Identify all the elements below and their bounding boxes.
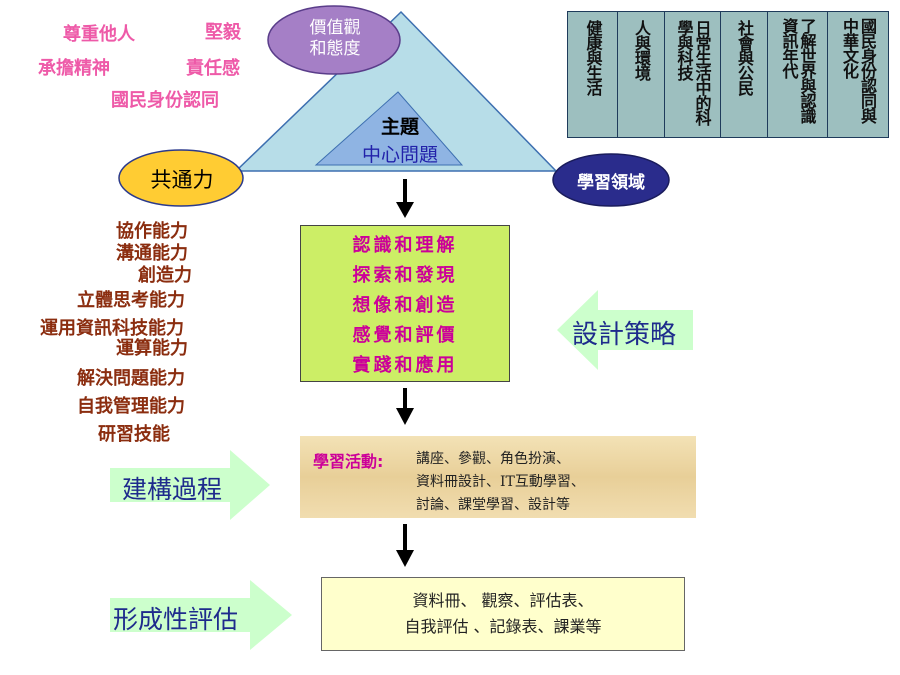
learning-area-cell: 人與環境 — [618, 12, 665, 137]
value-item: 責任感 — [186, 58, 240, 79]
learning-area-cell: 日常生活中的科學與科技 — [665, 12, 721, 137]
strategies-box: 認識和理解 探索和發現 想像和創造 感覺和評價 實踐和應用 — [300, 225, 510, 382]
learning-area-cell: 了解世界與認識資訊年代 — [768, 12, 828, 137]
learning-area-text: 了解世界與認識資訊年代 — [779, 18, 817, 123]
skill-item: 立體思考能力 — [77, 290, 185, 311]
areas-oval — [552, 153, 670, 207]
strategy-item: 探索和發現 — [352, 264, 458, 286]
activity-line: 講座、參觀、角色扮演、 — [416, 451, 570, 467]
skill-item: 運用資訊科技能力 — [40, 318, 184, 339]
central-question-label: 中心問題 — [361, 144, 438, 166]
construction-arrow — [110, 450, 270, 520]
values-label-line1: 價值觀 — [309, 18, 361, 38]
activity-colon: : — [377, 452, 384, 471]
skill-item: 運算能力 — [116, 338, 188, 359]
outer-triangle — [234, 10, 558, 172]
assessment-line: 資料冊、 觀察、評估表、 — [412, 591, 594, 610]
value-item: 國民身份認同 — [111, 90, 219, 111]
strategy-item: 想像和創造 — [352, 294, 458, 316]
value-item: 承擔精神 — [38, 58, 110, 79]
skill-item: 溝通能力 — [116, 243, 188, 264]
assessment-line: 自我評估 、記錄表、課業等 — [404, 617, 602, 636]
value-item: 堅毅 — [205, 22, 241, 43]
construction-text: 建構過程 — [122, 475, 223, 504]
inner-triangle — [314, 91, 464, 166]
design-strategy-arrow — [557, 290, 693, 370]
learning-area-cell: 健康與生活 — [568, 12, 618, 137]
formative-text: 形成性評估 — [113, 605, 239, 634]
values-oval — [267, 5, 401, 75]
value-item: 尊重他人 — [63, 24, 135, 45]
strategy-item: 認識和理解 — [352, 234, 458, 256]
values-oval-label: 價值觀 和態度 — [280, 18, 390, 60]
skill-item: 協作能力 — [116, 221, 188, 242]
skill-item: 解決問題能力 — [77, 368, 185, 389]
strategy-item: 感覺和評價 — [352, 324, 458, 346]
activity-title: 學習活動: — [313, 448, 383, 472]
arrow-down-1 — [396, 179, 414, 218]
skill-item: 創造力 — [138, 265, 192, 286]
generic-skills-label: 共通力 — [150, 168, 214, 192]
skills-oval — [118, 149, 244, 207]
assessment-box: 資料冊、 觀察、評估表、 自我評估 、記錄表、課業等 — [321, 577, 685, 651]
arrow-down-3 — [396, 524, 414, 567]
activity-lines: 講座、參觀、角色扮演、 資料冊設計、IT互動學習、 討論、課堂學習、設計等 — [416, 448, 585, 517]
learning-area-text: 國民身份認同與中華文化 — [840, 18, 877, 123]
arrow-down-2 — [396, 388, 414, 425]
strategy-item: 實踐和應用 — [352, 354, 458, 376]
learning-area-cell: 社會與公民 — [721, 12, 768, 137]
formative-arrow — [110, 580, 292, 650]
learning-area-text: 日常生活中的科學與科技 — [674, 20, 712, 125]
activity-line: 資料冊設計、IT互動學習、 — [416, 474, 585, 490]
values-label-line2: 和態度 — [309, 39, 361, 59]
learning-area-text: 人與環境 — [632, 20, 651, 80]
skill-item: 研習技能 — [98, 424, 170, 445]
learning-areas-label: 學習領域 — [577, 173, 645, 193]
learning-area-cell: 國民身份認同與中華文化 — [828, 12, 888, 137]
activity-title-text: 學習活動 — [313, 452, 378, 471]
activity-box — [300, 436, 696, 518]
learning-area-text: 健康與生活 — [583, 20, 603, 95]
learning-area-text: 社會與公民 — [735, 20, 754, 95]
learning-areas-table: 健康與生活 人與環境 日常生活中的科學與科技 社會與公民 了解世界與認識資訊年代… — [567, 11, 889, 138]
activity-line: 討論、課堂學習、設計等 — [416, 497, 570, 513]
skill-item: 自我管理能力 — [77, 396, 185, 417]
theme-label: 主題 — [380, 116, 419, 138]
design-strategy-text: 設計策略 — [572, 320, 677, 350]
